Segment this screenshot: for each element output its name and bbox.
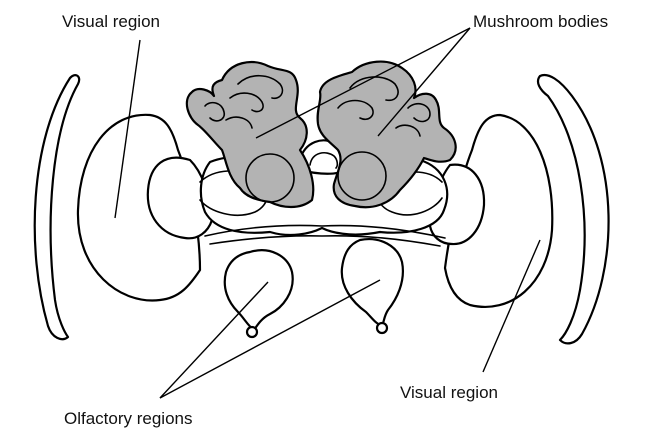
- outer-optic-lobe-left: [35, 75, 79, 339]
- label-mushroom-bodies: Mushroom bodies: [473, 12, 608, 31]
- olfactory-lobe-right: [342, 239, 403, 326]
- commissure-band-2: [210, 236, 440, 246]
- olfactory-nerve-right: [377, 323, 387, 333]
- olfactory-nerve-left: [247, 327, 257, 337]
- label-olfactory-regions: Olfactory regions: [64, 409, 193, 428]
- label-visual-region-top: Visual region: [62, 12, 160, 31]
- leader-olfactory-1: [160, 282, 268, 398]
- label-visual-region-bottom: Visual region: [400, 383, 498, 402]
